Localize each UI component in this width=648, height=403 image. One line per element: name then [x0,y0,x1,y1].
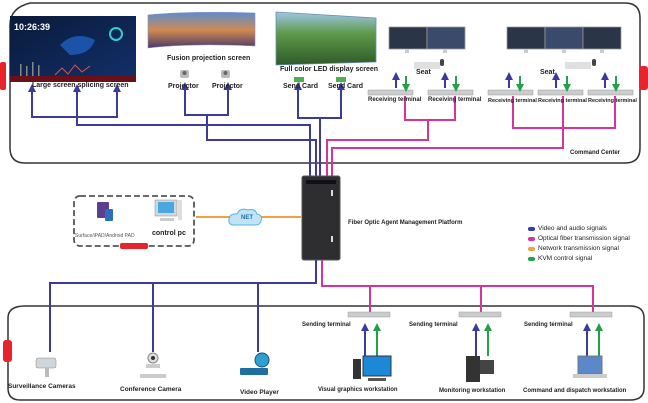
projector-label: Projector [168,83,199,90]
video-player-icon [240,352,270,375]
tablet-icon [97,202,113,221]
seat-label: Seat [540,69,555,76]
send-card-icon [294,77,304,82]
receiving-terminal-device [487,89,534,96]
legend-swatch [528,257,535,261]
sending-terminal-device [347,311,391,318]
conference-camera-icon [140,352,166,378]
legend-item: KVM control signal [528,254,630,264]
projector-icon [180,70,189,78]
led-display-screen [275,11,377,66]
send-card-label: Send Card [328,83,364,90]
net-label: NET [241,215,253,221]
tablet-devices-label: Surface/iPAD/Android PAD [75,233,135,239]
receiving-terminal-label: Receiving terminal [538,98,587,104]
send-card-icon [336,77,346,82]
red-tag [639,66,648,90]
command-dispatch-workstation-icon [573,355,607,378]
receiving-terminal-device [427,89,474,96]
legend-swatch [528,237,535,241]
legend-swatch [528,227,535,231]
sending-terminal-device [569,311,613,318]
projector-icon [221,70,230,78]
monitoring-workstation-icon [466,356,494,382]
video-line [31,96,118,118]
fusion-screen-label: Fusion projection screen [167,55,251,62]
net-cloud-icon [228,208,262,226]
red-tag [3,340,12,362]
receiving-terminal-device [587,89,634,96]
legend: Video and audio signals Optical fiber tr… [528,224,630,264]
receiving-terminal-label: Receiving terminal [588,98,637,104]
led-screen-label: Full color LED display screen [280,66,379,73]
control-pc-label: control pc [152,230,186,237]
legend-label: Video and audio signals [538,225,607,232]
sending-terminal-label: Sending terminal [302,322,351,328]
legend-label: Network transmission signal [538,245,619,252]
workstation-label: Command and dispatch workstation [523,388,627,394]
red-tag [120,243,148,249]
sources-frame [7,305,645,401]
receiving-terminal-device [367,89,414,96]
seat-monitors [506,26,622,69]
video-player-label: Video Player [240,389,279,396]
projector-label: Projector [212,83,243,90]
surveillance-camera-icon [35,357,57,377]
legend-swatch [528,247,535,251]
seat-label: Seat [416,69,431,76]
fiber-optic-agent-platform-device [301,175,341,261]
legend-item: Optical fiber transmission signal [528,234,630,244]
control-pc-icon [154,199,182,221]
receiving-terminal-device [537,89,584,96]
send-card-label: Send Card [283,83,319,90]
sending-terminal-label: Sending terminal [409,322,458,328]
large-screen-clock: 10:26:39 [14,22,51,32]
red-tag [0,62,6,90]
legend-item: Network transmission signal [528,244,630,254]
platform-label: Fiber Optic Agent Management Platform [348,220,463,226]
workstation-label: Visual graphics workstation [318,387,398,393]
fusion-projection-screen [147,12,256,49]
legend-label: KVM control signal [538,255,593,262]
receiving-terminal-label: Receiving terminal [428,97,482,103]
command-center-title: Command Center [570,150,621,156]
sending-terminal-label: Sending terminal [524,322,573,328]
workstation-label: Monitoring workstation [439,388,506,394]
receiving-terminal-label: Receiving terminal [488,98,537,104]
legend-item: Video and audio signals [528,224,630,234]
legend-label: Optical fiber transmission signal [538,235,630,242]
surveillance-cameras-label: Surveillance Cameras [8,383,76,390]
visual-graphics-workstation-icon [353,355,392,381]
seat-monitors [388,26,466,69]
receiving-terminal-label: Receiving terminal [368,97,422,103]
sending-terminal-device [458,311,502,318]
conference-camera-label: Conference Camera [120,386,182,393]
large-screen-label: Large screen splicing screen [32,82,129,89]
